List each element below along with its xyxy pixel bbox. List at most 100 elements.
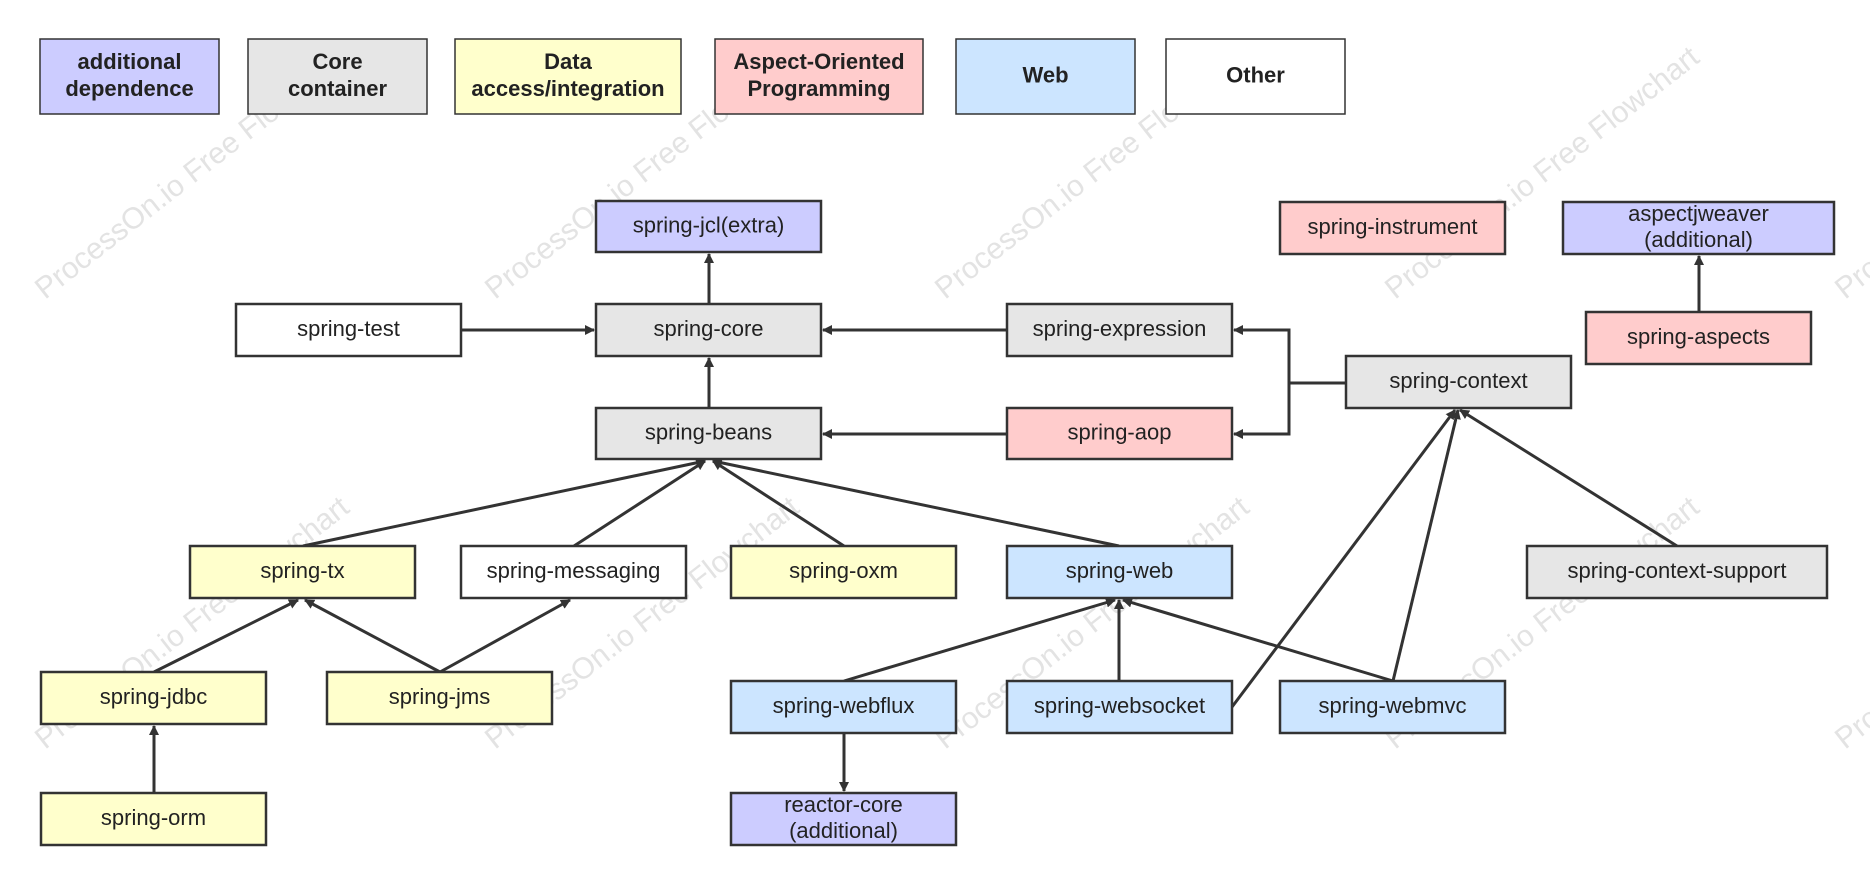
node-webmvc[interactable]: spring-webmvc xyxy=(1278,679,1507,735)
node-context[interactable]: spring-context xyxy=(1344,354,1573,410)
edge-jms-to-messaging xyxy=(439,598,571,674)
node-label: spring-messaging xyxy=(487,558,661,583)
legend-label: Core xyxy=(312,49,362,74)
edge-tx-to-beans xyxy=(302,457,706,548)
node-aop[interactable]: spring-aop xyxy=(1005,406,1234,461)
node-label: spring-aop xyxy=(1068,419,1172,444)
edge-context-support-to-context xyxy=(1459,408,1678,548)
watermark-text: ProcessOn.io Free Flowchart xyxy=(1829,40,1870,306)
node-oxm[interactable]: spring-oxm xyxy=(729,544,958,600)
node-box xyxy=(325,670,554,726)
node-jdbc[interactable]: spring-jdbc xyxy=(39,670,268,726)
node-jms[interactable]: spring-jms xyxy=(325,670,554,726)
edge-layer xyxy=(149,253,1704,793)
node-box xyxy=(1561,200,1836,256)
node-aspects[interactable]: spring-aspects xyxy=(1584,310,1813,366)
node-core[interactable]: spring-core xyxy=(594,302,823,358)
node-context-support[interactable]: spring-context-support xyxy=(1525,544,1829,600)
node-label: spring-core xyxy=(653,316,763,341)
node-reactor[interactable]: reactor-core(additional) xyxy=(729,791,958,847)
edge-jms-to-tx xyxy=(304,598,441,674)
legend-swatch xyxy=(714,38,924,115)
node-label: spring-aspects xyxy=(1627,324,1770,349)
node-layer: spring-jcl(extra) spring-core spring-test s… xyxy=(39,199,1836,847)
legend-label: container xyxy=(288,76,387,101)
node-box xyxy=(729,679,958,735)
legend-swatch xyxy=(955,38,1136,115)
edge-messaging-to-beans xyxy=(573,459,706,548)
node-label: spring-jms xyxy=(389,684,490,709)
node-box xyxy=(594,199,823,254)
node-box xyxy=(1278,200,1507,256)
node-jcl[interactable]: spring-jcl(extra) xyxy=(594,199,823,254)
node-box xyxy=(1344,354,1573,410)
node-web[interactable]: spring-web xyxy=(1005,544,1234,600)
node-label: reactor-core xyxy=(784,792,903,817)
legend-swatch xyxy=(454,38,682,115)
node-box xyxy=(234,302,463,358)
node-orm[interactable]: spring-orm xyxy=(39,791,268,847)
node-label: spring-jdbc xyxy=(100,684,208,709)
node-label: spring-context-support xyxy=(1568,558,1787,583)
node-websocket[interactable]: spring-websocket xyxy=(1005,679,1234,735)
node-aspectjweaver[interactable]: aspectjweaver(additional) xyxy=(1561,200,1836,256)
legend-swatch xyxy=(39,38,220,115)
node-label: spring-tx xyxy=(260,558,344,583)
node-label: spring-instrument xyxy=(1308,214,1478,239)
node-label: spring-oxm xyxy=(789,558,898,583)
node-beans[interactable]: spring-beans xyxy=(594,406,823,461)
node-test[interactable]: spring-test xyxy=(234,302,463,358)
legend-label: Data xyxy=(544,49,592,74)
legend-item-other: Other xyxy=(1165,38,1346,115)
node-box xyxy=(729,544,958,600)
edge-jdbc-to-tx xyxy=(153,598,299,674)
node-box xyxy=(39,791,268,847)
node-box xyxy=(1584,310,1813,366)
node-messaging[interactable]: spring-messaging xyxy=(459,544,688,600)
legend-label: additional xyxy=(78,49,182,74)
node-box xyxy=(1005,406,1234,461)
node-label: spring-expression xyxy=(1033,316,1207,341)
node-webflux[interactable]: spring-webflux xyxy=(729,679,958,735)
watermark-text: ProcessOn.io Free Flowchart xyxy=(1829,490,1870,756)
node-box xyxy=(1005,544,1234,600)
edge-web-to-beans xyxy=(712,457,1120,548)
watermark-text: ProcessOn.io Free Flowchart xyxy=(1379,40,1706,306)
node-label: spring-webflux xyxy=(773,693,915,718)
legend-item-web: Web xyxy=(955,38,1136,115)
node-label: (additional) xyxy=(1644,227,1753,252)
node-box xyxy=(729,791,958,847)
edge-webmvc-to-web xyxy=(1122,597,1394,683)
legend-label: access/integration xyxy=(471,76,664,101)
node-box xyxy=(1005,679,1234,735)
edge-webflux-to-web xyxy=(843,597,1116,683)
node-label: spring-jcl(extra) xyxy=(633,212,785,237)
node-box xyxy=(39,670,268,726)
node-box xyxy=(459,544,688,600)
edge-context-to-aop xyxy=(1233,383,1291,439)
node-label: (additional) xyxy=(789,818,898,843)
node-label: spring-context xyxy=(1389,368,1527,393)
node-expression[interactable]: spring-expression xyxy=(1005,302,1234,358)
legend-label: dependence xyxy=(65,76,193,101)
node-box xyxy=(1005,302,1234,358)
edge-context-to-expression xyxy=(1233,325,1346,385)
node-label: spring-webmvc xyxy=(1319,693,1467,718)
legend-swatch xyxy=(247,38,428,115)
edge-websocket-to-context xyxy=(1230,409,1457,708)
node-label: aspectjweaver xyxy=(1628,201,1769,226)
node-instrument[interactable]: spring-instrument xyxy=(1278,200,1507,256)
legend-label: Web xyxy=(1022,62,1068,87)
node-label: spring-orm xyxy=(101,805,206,830)
legend-label: Aspect-Oriented xyxy=(733,49,904,74)
node-tx[interactable]: spring-tx xyxy=(188,544,417,600)
edge-oxm-to-beans xyxy=(712,459,845,548)
node-box xyxy=(1525,544,1829,600)
node-label: spring-test xyxy=(297,316,400,341)
